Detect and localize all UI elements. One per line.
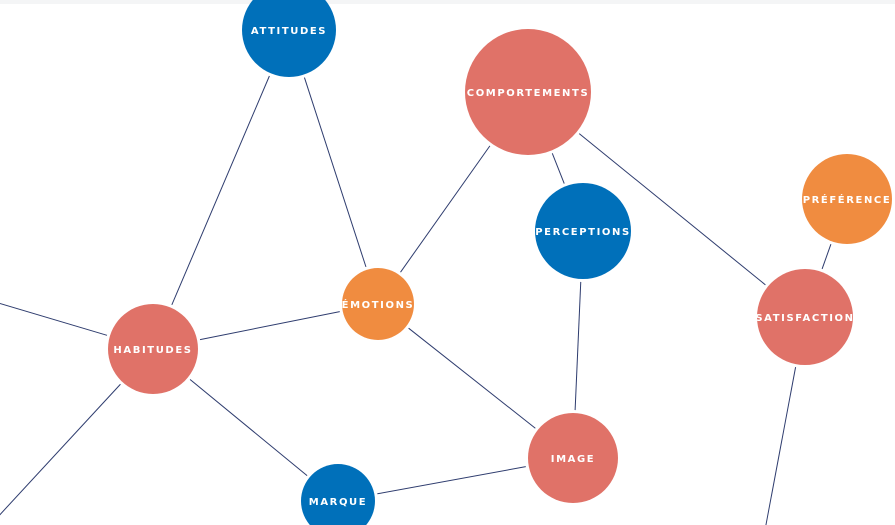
- node-circle: [301, 464, 375, 525]
- edge-perceptions-image: [574, 281, 582, 411]
- edge-satisfaction-offscreen-bottom: [765, 367, 797, 525]
- node-satisfaction[interactable]: SATISFACTION: [755, 269, 854, 365]
- node-circle: [465, 29, 591, 155]
- edge-habitudes-offscreen-left-bottom: [0, 383, 121, 516]
- node-image[interactable]: IMAGE: [528, 413, 618, 503]
- node-label: ÉMOTIONS: [342, 298, 415, 311]
- node-label: IMAGE: [551, 454, 595, 465]
- edge-habitudes-marque: [189, 379, 308, 476]
- node-perceptions[interactable]: PERCEPTIONS: [535, 183, 631, 279]
- node-label: PRÉFÉRENCE: [803, 193, 892, 206]
- edge-marque-image: [377, 466, 526, 495]
- node-label: MARQUE: [309, 497, 367, 508]
- node-circle: [242, 0, 336, 77]
- node-label: PERCEPTIONS: [535, 227, 631, 238]
- edge-comportements-perceptions: [551, 153, 565, 184]
- node-label: HABITUDES: [113, 345, 192, 356]
- node-attitudes[interactable]: ATTITUDES: [242, 0, 336, 77]
- node-comportements[interactable]: COMPORTEMENTS: [465, 29, 591, 155]
- node-label: ATTITUDES: [251, 26, 327, 37]
- node-label: SATISFACTION: [755, 313, 854, 324]
- node-circle: [528, 413, 618, 503]
- node-marque[interactable]: MARQUE: [301, 464, 375, 525]
- edge-preference-satisfaction: [821, 244, 832, 270]
- node-label: COMPORTEMENTS: [467, 88, 590, 99]
- node-circle: [757, 269, 853, 365]
- node-habitudes[interactable]: HABITUDES: [108, 304, 198, 394]
- edge-attitudes-emotions: [303, 77, 367, 268]
- edge-habitudes-attitudes: [171, 75, 270, 306]
- node-circle: [802, 154, 892, 244]
- node-preference[interactable]: PRÉFÉRENCE: [802, 154, 892, 244]
- top-border: [0, 0, 895, 4]
- edge-emotions-comportements: [400, 145, 491, 273]
- edge-habitudes-offscreen-left-top: [0, 302, 108, 336]
- edge-habitudes-emotions: [199, 311, 340, 341]
- node-circle: [535, 183, 631, 279]
- node-emotions[interactable]: ÉMOTIONS: [342, 268, 415, 340]
- edge-emotions-image: [408, 327, 536, 429]
- node-circle: [108, 304, 198, 394]
- node-circle: [342, 268, 414, 340]
- edge-comportements-satisfaction: [578, 133, 766, 286]
